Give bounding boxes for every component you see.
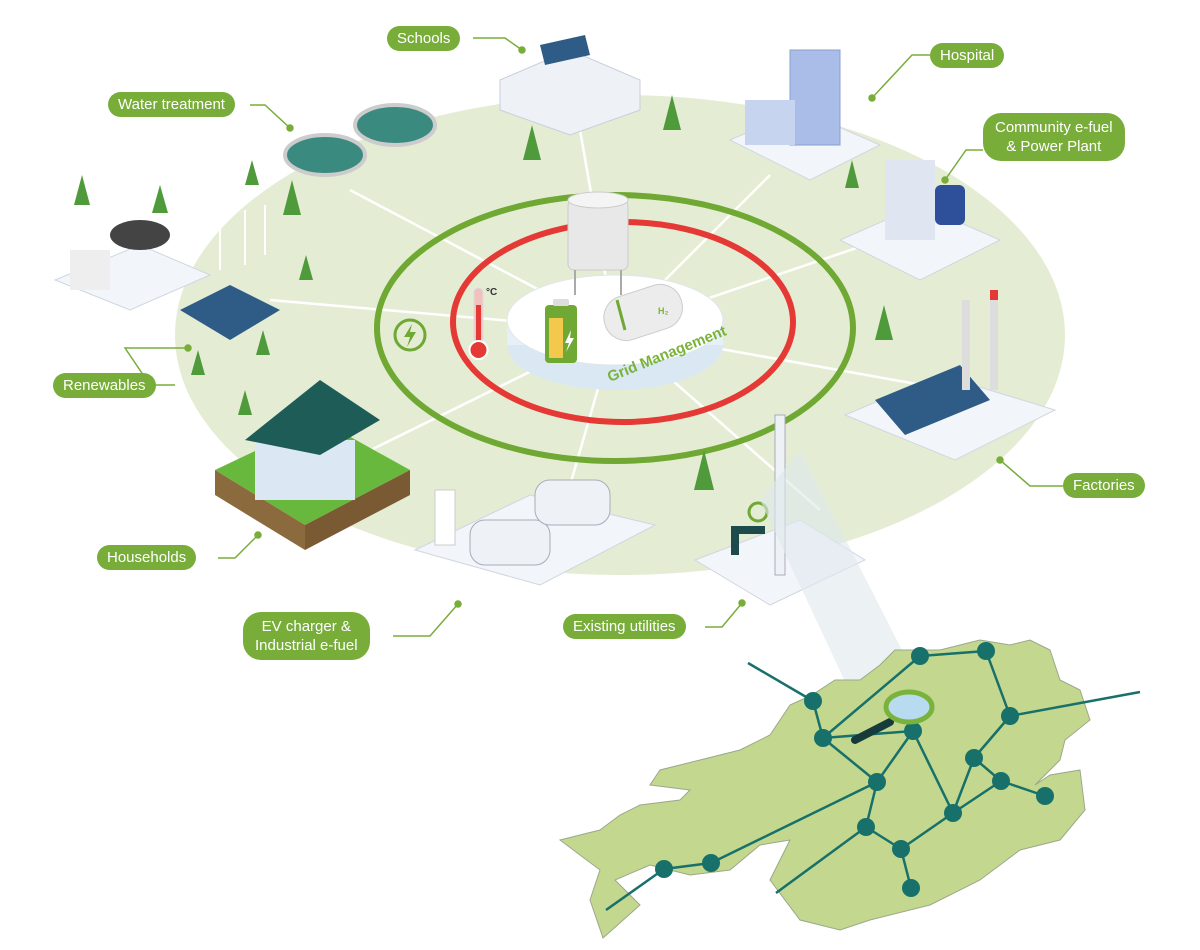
water-treatment-plant [283,103,437,177]
network-link [900,811,954,851]
network-node [944,804,962,822]
label-hospital: Hospital [930,43,1005,68]
label-line: EV charger & [261,618,351,635]
network-link [911,730,955,814]
network-link [775,825,867,895]
power-network [605,642,1141,912]
network-link [875,730,915,783]
battery-icon [545,299,577,363]
network-link [984,650,1012,717]
trees [74,95,893,490]
wind-turbines [219,205,266,270]
celsius-label: °C [486,287,498,298]
house [215,380,410,550]
network-link [919,649,987,658]
biogas-plant [53,220,212,311]
network-node [892,840,910,858]
label-line: & Power Plant [1006,138,1102,155]
network-link [952,779,1002,815]
label-households: Households [97,545,197,570]
solar-panels [180,285,280,340]
network-node [902,879,920,897]
hospital-building [728,49,882,181]
hydrogen-tank-icon [603,283,683,342]
ev-charging-station [413,479,657,586]
network-link [822,737,878,783]
network-node [977,642,995,660]
label-factories: Factories [1063,473,1145,498]
network-node [965,749,983,767]
network-node [655,860,673,878]
network-link [822,655,921,739]
network-node [1036,787,1054,805]
label-water-treatment: Water treatment [108,92,235,117]
magnifier-icon [851,689,935,744]
network-node [702,854,720,872]
power-plant-building [838,160,1002,281]
network-link [951,757,976,814]
label-line: Community e-fuel [995,119,1113,136]
hydrogen-label: H₂ [658,306,669,316]
thermometer-icon [468,287,489,360]
network-link [747,661,814,703]
factory-building [843,290,1057,461]
network-node [868,773,886,791]
leader-lines [123,37,1063,637]
network-node [804,692,822,710]
network-node [992,772,1010,790]
label-line: Industrial e-fuel [255,637,358,654]
network-link [973,715,1011,759]
school-building [499,35,641,136]
network-node [904,722,922,740]
label-community-power-plant: Community e-fuel & Power Plant [983,113,1125,161]
label-existing-utilities: Existing utilities [563,614,686,639]
network-link [1009,690,1141,718]
lightning-icon [393,318,427,352]
label-schools: Schools [387,26,461,51]
network-node [911,647,929,665]
network-link [605,867,665,912]
label-renewables: Renewables [53,373,156,398]
network-node [814,729,832,747]
water-tower-icon [567,191,629,295]
network-node [857,818,875,836]
network-link [710,780,878,865]
label-ev-charger: EV charger & Industrial e-fuel [243,612,370,660]
regional-map [558,639,1091,939]
network-node [1001,707,1019,725]
